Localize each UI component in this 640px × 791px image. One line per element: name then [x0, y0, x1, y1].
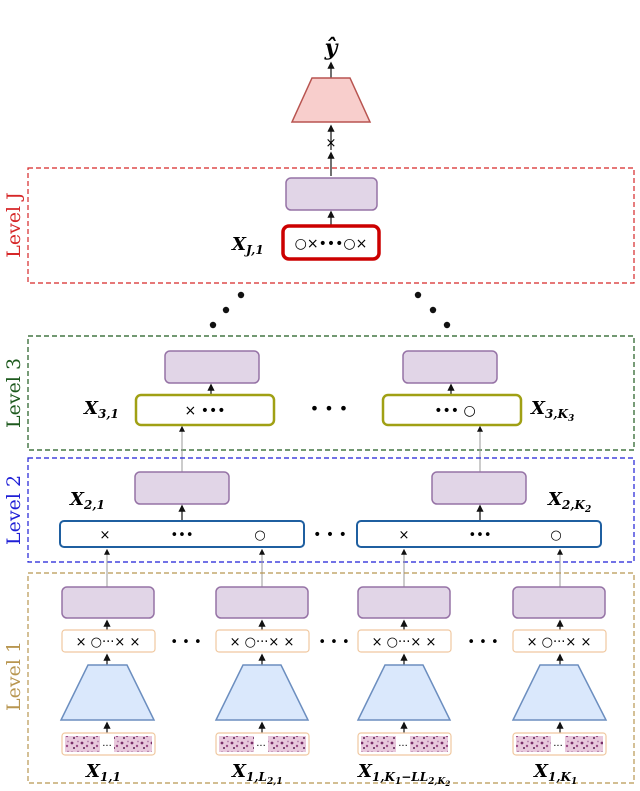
node-x1l21: X1,L2,1 [231, 761, 283, 787]
level-3-right-aggregator [402, 350, 498, 384]
tissue-patch-2b [268, 736, 306, 752]
output-label: ŷ [324, 35, 340, 61]
level-2-right-token-1: × [399, 528, 410, 543]
level-3-between-dots: • • • [310, 399, 348, 418]
level-j-tokens [281, 224, 381, 261]
tissue-patch-1b [114, 736, 152, 752]
level-3-right-tokens [381, 393, 523, 427]
level-3-left-aggregator [164, 350, 260, 384]
level-1-label: Level 1 [3, 641, 25, 711]
encoder-trapezoid-4 [511, 664, 608, 721]
level-2-left-token-1: × [100, 528, 111, 543]
level-1-tokens-4: × ○···× × [527, 635, 592, 650]
level-1-between-dots-2: • • • [318, 635, 349, 650]
tissue-patch-4b [565, 736, 603, 752]
level-1-between-dots-3: • • • [467, 635, 498, 650]
tissue-patch-1a [65, 736, 100, 752]
ellipsis-dots-right [414, 291, 451, 329]
svg-text:···: ··· [256, 741, 266, 752]
level-2-right-aggregator [431, 471, 527, 505]
level-3-region [27, 335, 635, 451]
tissue-patch-3a [361, 736, 396, 752]
node-x31: X3,1 [83, 398, 119, 421]
ellipsis-dots-left [209, 291, 245, 329]
encoder-trapezoid-2 [214, 664, 310, 721]
level-j-aggregator [285, 177, 378, 211]
svg-text:···: ··· [553, 741, 563, 752]
level-3-left-tokens [134, 393, 276, 427]
level-1-tokens-1: × ○···× × [76, 635, 141, 650]
product-symbol: × [326, 136, 337, 151]
tissue-patch-3b [410, 736, 448, 752]
level-j-label: Level J [3, 192, 25, 258]
level-2-right-token-2: ••• [468, 528, 491, 543]
svg-text:···: ··· [398, 741, 408, 752]
level-1-tokens-3: × ○···× × [372, 635, 437, 650]
encoder-trapezoid-3 [356, 664, 452, 721]
level-3-right-token-text: ••• ○ [434, 403, 475, 419]
level-1-branch-3: × ○···× × ··· X1,K1−LL2,K2 [356, 586, 452, 788]
node-x1k1: X1,K1 [533, 761, 577, 787]
node-x1k1l: X1,K1−LL2,K2 [357, 761, 450, 788]
svg-text:···: ··· [102, 741, 112, 752]
level-2-label: Level 2 [3, 475, 25, 545]
node-x3k3: X3,K3 [530, 398, 574, 424]
level-2-right-tokens [356, 520, 602, 548]
level-2-between-dots: • • • [313, 527, 347, 543]
tissue-patch-4a [516, 736, 551, 752]
node-x2k2: X2,K2 [547, 489, 591, 515]
level-2-region [27, 457, 635, 563]
encoder-trapezoid-1 [59, 664, 156, 721]
level-1-between-dots-1: • • • [170, 635, 201, 650]
output-head-triangle [290, 77, 372, 123]
node-xj1: XJ,1 [231, 234, 264, 257]
level-1-branch-4: × ○···× × ··· X1,K1 [511, 586, 608, 787]
level-j-region [27, 167, 635, 284]
tissue-patch-2a [219, 736, 254, 752]
node-x11: X1,1 [85, 761, 121, 784]
level-1-branch-2: × ○···× × ··· X1,L2,1 [214, 586, 310, 787]
level-2-left-token-2: ••• [170, 528, 193, 543]
level-2-right-token-3: ○ [550, 528, 561, 543]
level-3-label: Level 3 [3, 358, 25, 428]
level-3-left-token-text: × ••• [185, 403, 226, 419]
level-2-left-token-3: ○ [254, 528, 265, 543]
level-2-left-tokens [59, 520, 305, 548]
level-2-left-aggregator [134, 471, 230, 505]
level-1-tokens-2: × ○···× × [230, 635, 295, 650]
level-1-branch-1: × ○···× × ··· X1,1 [59, 586, 156, 784]
level-j-token-text: ○×•••○× [295, 236, 368, 252]
node-x21: X2,1 [69, 489, 105, 512]
